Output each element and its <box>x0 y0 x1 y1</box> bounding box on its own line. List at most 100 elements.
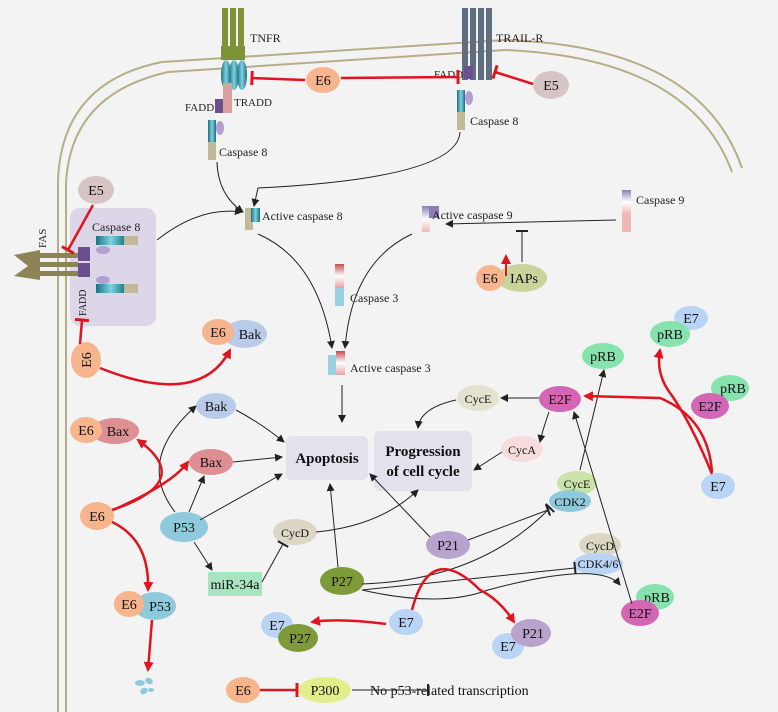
fadd-label-tnfr: FADD <box>185 102 214 114</box>
e7-label-p27: E7 <box>269 619 285 634</box>
cyca-label: CycA <box>508 443 536 457</box>
black-inhibitions <box>261 230 577 696</box>
cyca-node <box>501 436 543 462</box>
active-caspase9-label: Active caspase 9 <box>432 208 513 222</box>
fas-label: FAS <box>37 229 49 248</box>
fadd-label-trail: FADD <box>434 69 463 81</box>
bax-label-e6: Bax <box>107 425 130 440</box>
cdk2-label: CDK2 <box>554 495 585 509</box>
fadd-shape-tnfr <box>215 99 223 113</box>
mir34a-label: miR-34a <box>211 578 261 593</box>
cyce-label: CycE <box>465 392 492 406</box>
bak-label: Bak <box>205 400 228 415</box>
cdk46-label: CDK4/6 <box>578 557 619 571</box>
iaps-node <box>497 264 547 292</box>
tnfr-label: TNFR <box>250 31 281 45</box>
tradd-label: TRADD <box>234 97 272 109</box>
apoptosis-label: Apoptosis <box>295 451 359 467</box>
prb-node-free <box>582 343 624 369</box>
cycd-label-cdk: CycD <box>586 539 614 553</box>
e6-node-iaps <box>476 265 504 291</box>
e7-node-right <box>701 473 735 499</box>
e6-label-bak: E6 <box>210 326 226 341</box>
p300-node <box>299 677 351 703</box>
trail-receptor <box>462 8 492 80</box>
e6-node-bak <box>202 319 234 345</box>
p21-node <box>426 531 470 559</box>
cycd-node <box>273 519 317 545</box>
mir34a-node <box>208 572 262 596</box>
e6-label-top: E6 <box>315 74 331 89</box>
caspase3-shape <box>335 264 344 306</box>
p27-label-e7: P27 <box>289 632 311 647</box>
bax-label: Bax <box>200 456 223 471</box>
no-transcription-label: No p53-related transcription <box>370 684 529 699</box>
e2f-node <box>539 386 581 412</box>
e7-label-center: E7 <box>398 616 414 631</box>
prb-label-e2f: pRB <box>720 382 746 397</box>
e6-label-iaps: E6 <box>482 272 498 287</box>
prb-node-e2f <box>711 375 749 401</box>
e7-node-center <box>389 609 423 635</box>
cycd-label: CycD <box>281 526 309 540</box>
p21-label: P21 <box>437 539 459 554</box>
p21-node-e7 <box>511 619 551 647</box>
e6-node-p300 <box>226 677 260 703</box>
e6-node-bax <box>70 417 102 443</box>
bak-label-top: Bak <box>239 328 262 343</box>
cell-cycle-label-1: Progression <box>385 444 461 460</box>
bax-node <box>189 449 233 475</box>
caspase9-label: Caspase 9 <box>636 193 684 207</box>
e6-label-p53: E6 <box>121 598 137 613</box>
fadd-shape-fas-b <box>78 263 90 277</box>
tnfr-receptor <box>221 8 247 90</box>
cyce-node <box>457 385 499 411</box>
iaps-label: IAPs <box>510 272 538 287</box>
active-caspase8-shape <box>245 208 260 230</box>
fadd-shape-fas-a <box>78 247 90 261</box>
caspase8-label-trail: Caspase 8 <box>470 114 518 128</box>
red-paths <box>61 64 714 697</box>
e2f-node-prb <box>691 393 729 419</box>
trail-label: TRAIL-R <box>496 31 543 45</box>
e6-node-top <box>306 67 340 93</box>
e5-label-top: E5 <box>543 79 559 94</box>
e2f-label-bottom: E2F <box>628 607 652 622</box>
caspase8-shape-fas-b <box>96 276 138 293</box>
cell-cycle-box <box>374 431 472 491</box>
p21-label-e7: P21 <box>522 627 544 642</box>
active-caspase3-label: Active caspase 3 <box>350 361 431 375</box>
caspase8-label-fas: Caspase 8 <box>92 220 140 234</box>
p27-node-e7 <box>278 624 318 652</box>
caspase8-shape-tnfr <box>208 120 224 160</box>
prb-label-top: pRB <box>657 328 683 343</box>
active-caspase8-label: Active caspase 8 <box>262 209 343 223</box>
p27-node <box>320 567 364 595</box>
prb-label-free: pRB <box>590 350 616 365</box>
p27-label: P27 <box>331 575 353 590</box>
bak-node <box>196 393 236 419</box>
e5-node-top <box>533 71 569 99</box>
caspase9-shape <box>622 190 631 232</box>
cell-cycle-label-2: of cell cycle <box>386 464 460 480</box>
p53-label: P53 <box>173 521 195 536</box>
p300-label: P300 <box>311 684 340 699</box>
e5-label-left: E5 <box>88 184 104 199</box>
p53-node-e6 <box>134 592 176 620</box>
caspase8-label-tnfr: Caspase 8 <box>219 145 267 159</box>
black-arrows <box>156 131 633 605</box>
degraded-p53-icon <box>135 677 154 695</box>
e7-label-right: E7 <box>710 480 726 495</box>
cell-membrane <box>57 38 743 712</box>
cdk46-node <box>573 553 623 575</box>
fadd-label-fas: FADD <box>78 290 89 316</box>
caspase8-shape-fas-a <box>96 236 138 254</box>
e6-label-bax: E6 <box>78 424 94 439</box>
e5-node-left <box>78 176 114 204</box>
prb-node-top <box>650 321 690 347</box>
e6-node-fas <box>71 342 101 378</box>
e6-label-main: E6 <box>89 510 105 525</box>
active-caspase3-shape <box>328 351 345 375</box>
